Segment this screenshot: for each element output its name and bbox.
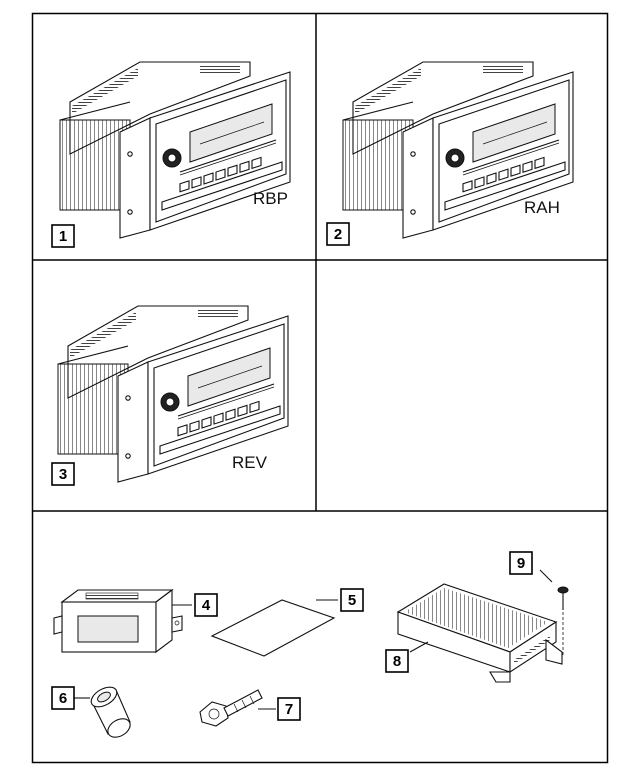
model-code-rev: REV <box>232 453 268 472</box>
callout-2: 2 <box>334 226 342 243</box>
pad-part-5 <box>210 599 336 657</box>
callout-box-6: 6 <box>51 686 75 710</box>
callout-8: 8 <box>393 653 401 670</box>
model-code-rah: RAH <box>524 198 560 217</box>
callout-1: 1 <box>59 228 67 245</box>
callout-5: 5 <box>348 592 356 609</box>
callout-box-3: 3 <box>51 462 75 486</box>
diagram-frame <box>31 12 609 764</box>
leader-8 <box>409 641 429 653</box>
callout-box-7: 7 <box>277 697 301 721</box>
bolt-part-9 <box>557 586 569 656</box>
module-part-4 <box>53 588 183 654</box>
leader-9 <box>539 569 553 583</box>
callout-box-2: 2 <box>326 222 350 246</box>
callout-7: 7 <box>285 701 293 718</box>
radio-rbp-illustration <box>59 61 291 239</box>
callout-box-4: 4 <box>194 593 218 617</box>
callout-3: 3 <box>59 466 67 483</box>
amplifier-part-8 <box>396 583 563 683</box>
callout-6: 6 <box>59 690 67 707</box>
screw-part-7 <box>199 689 263 727</box>
callout-9: 9 <box>517 555 525 572</box>
callout-box-5: 5 <box>340 588 364 612</box>
model-code-rbp: RBP <box>253 189 288 208</box>
callout-4: 4 <box>202 597 211 614</box>
bushing-part-6 <box>90 686 131 738</box>
callout-box-8: 8 <box>385 649 409 673</box>
callout-box-9: 9 <box>509 551 533 575</box>
callout-box-1: 1 <box>51 224 75 248</box>
